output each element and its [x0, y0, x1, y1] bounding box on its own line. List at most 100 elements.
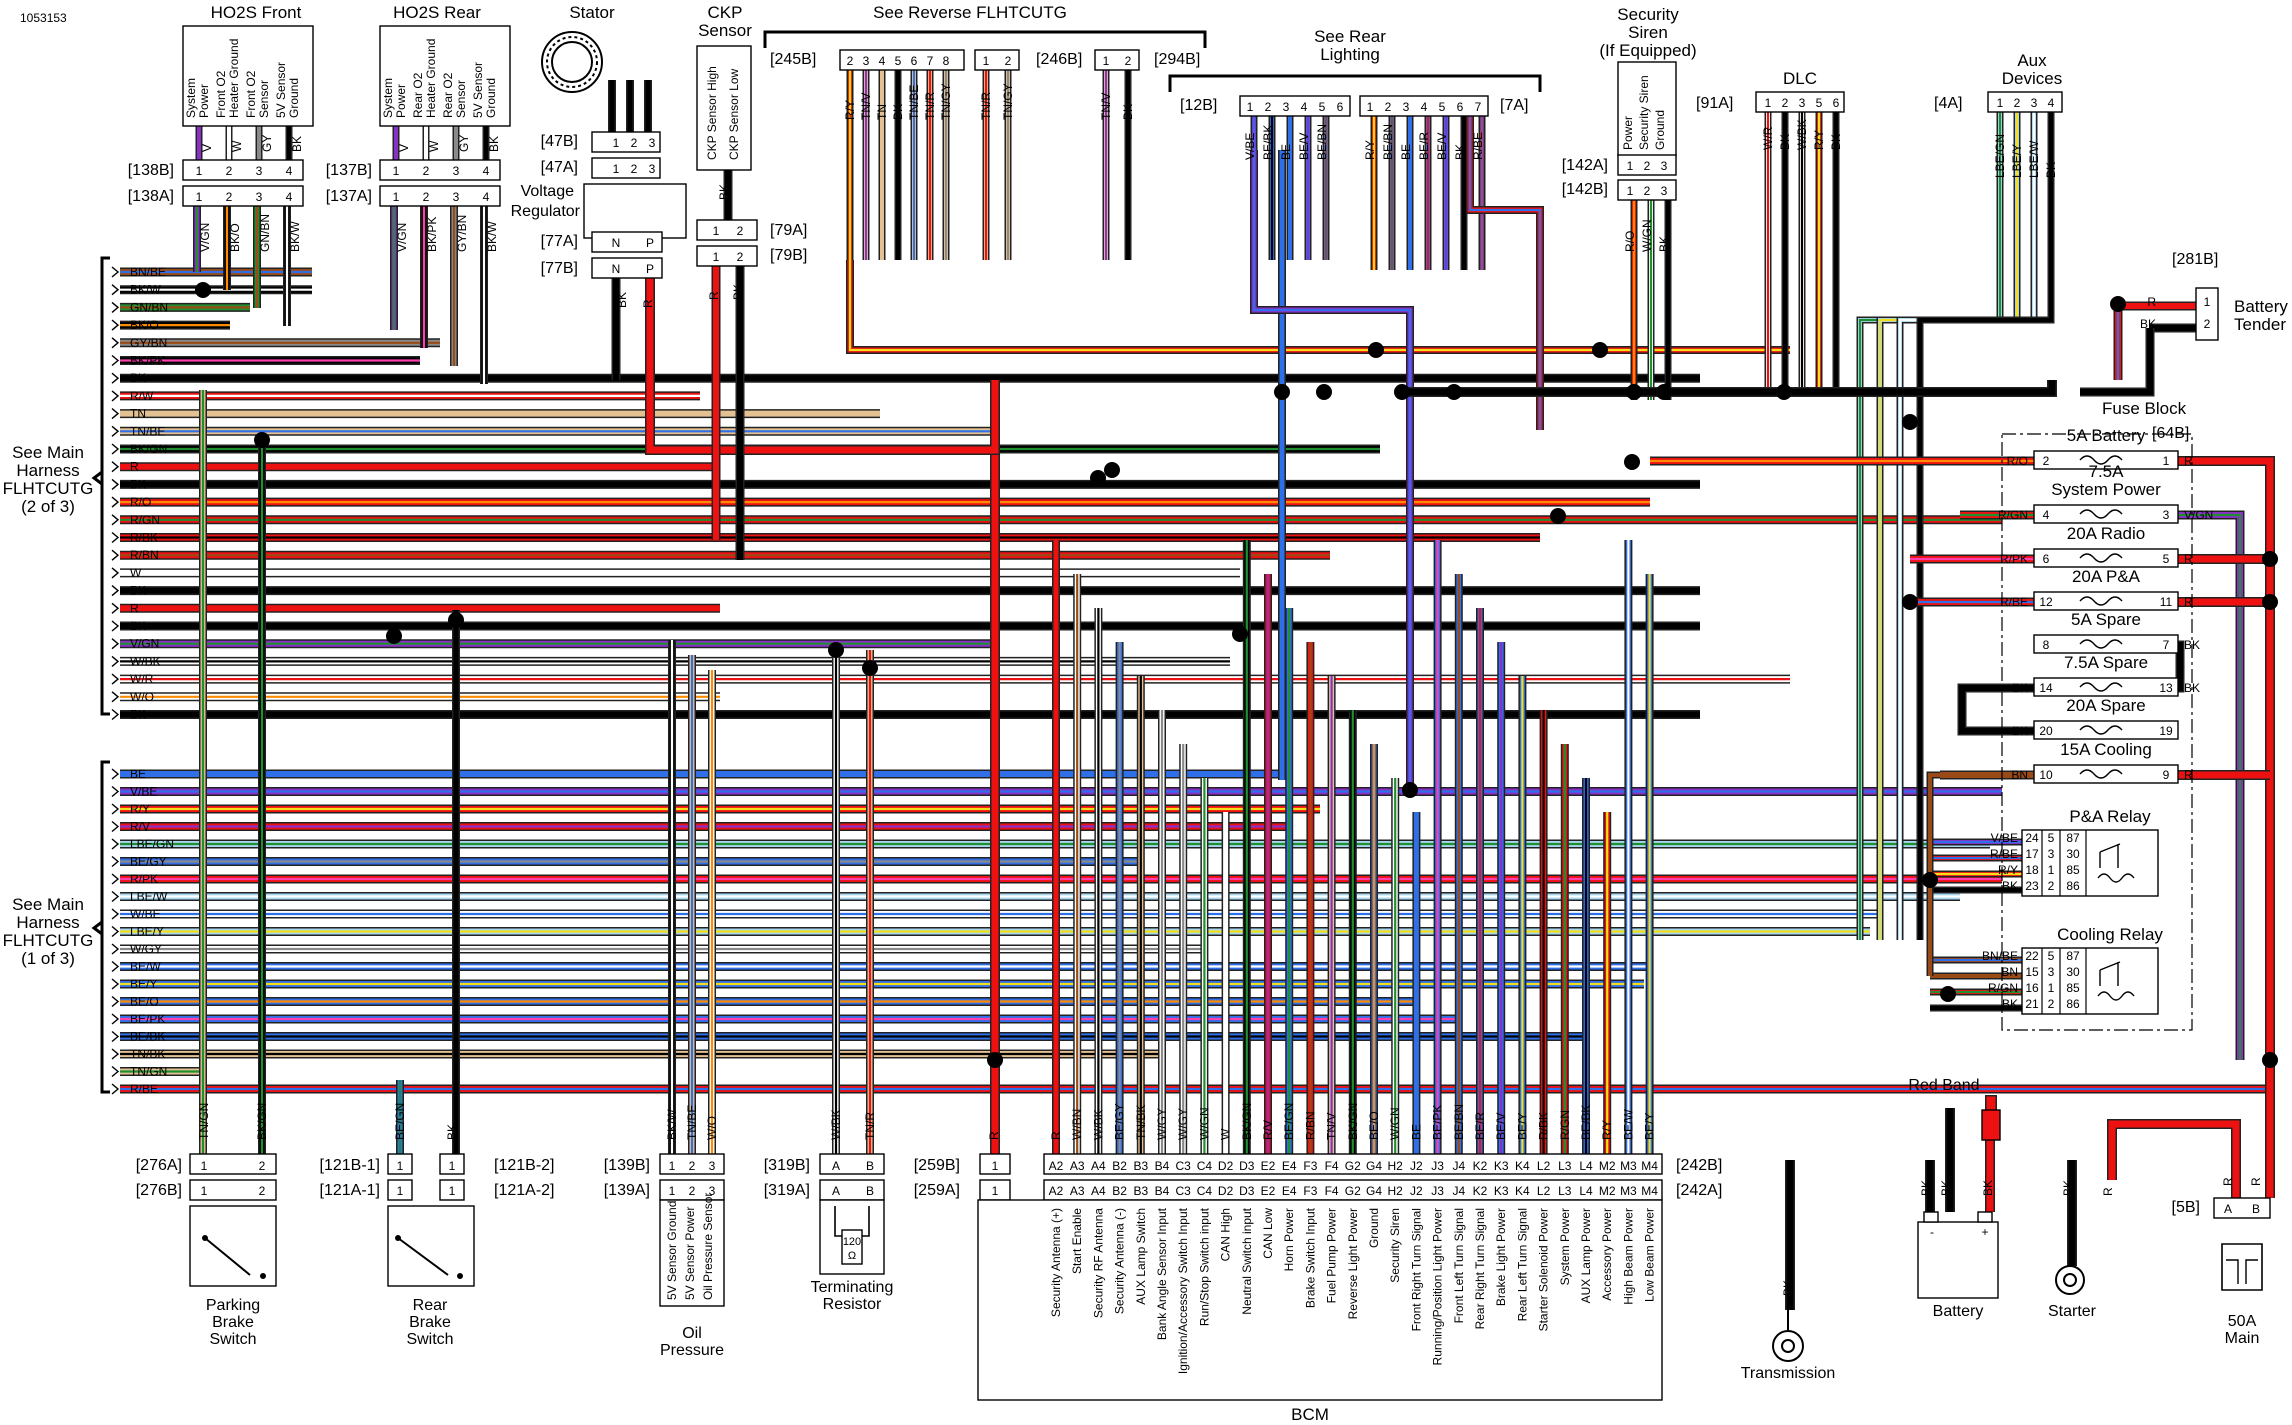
- bcm-function: Neutral Switch input: [1240, 1207, 1254, 1314]
- relay-pin: 24: [2025, 831, 2039, 845]
- ho2s-rear-pin-label: 5V Sensor: [471, 62, 485, 118]
- relay-pin: 17: [2025, 847, 2039, 861]
- bcm-pin: M3: [1620, 1184, 1637, 1198]
- main-fuse-pin: A: [2224, 1202, 2232, 1216]
- dlc-wire-code: BK: [1829, 134, 1843, 150]
- bcm-function: Fuel Pump Power: [1325, 1208, 1339, 1303]
- harness-wire-code: R/BK: [130, 531, 158, 545]
- ho2s-rear-pin: 2: [423, 190, 430, 204]
- splice-dot: [195, 282, 211, 298]
- ho2s-rear-wire-code: BK/PK: [425, 217, 439, 252]
- fuse-right-code: BK: [2184, 681, 2200, 695]
- splice-dot: [2262, 551, 2278, 567]
- relay-pin-a: 5: [2048, 949, 2055, 963]
- bcm-pin: J2: [1410, 1184, 1423, 1198]
- ho2s-rear-pin: 1: [393, 190, 400, 204]
- reverse-block: See Reverse FLHTCUTG [245B] [246B] [294B…: [763, 3, 1207, 71]
- relay-pin-a: 2: [2048, 997, 2055, 1011]
- dlc-wire-code: BK: [1778, 134, 1792, 150]
- reverse-pin: 2: [1125, 54, 1132, 68]
- oil-pressure-pin: 2: [689, 1184, 696, 1198]
- splice-dot: [2262, 594, 2278, 610]
- bcm-pin: G2: [1345, 1159, 1361, 1173]
- relay-pin-a: 2: [2048, 879, 2055, 893]
- term-res-pin: A: [832, 1184, 840, 1198]
- reverse-r-y-run: [846, 260, 1790, 354]
- bcm-pin: D3: [1239, 1159, 1255, 1173]
- bcm-title: BCM: [1291, 1405, 1329, 1424]
- fuse-left-code: R/GN: [1998, 508, 2028, 522]
- bcm-function: CAN High: [1219, 1208, 1233, 1261]
- bcm-pin: E4: [1282, 1184, 1297, 1198]
- fuse-left-code: R/PK: [2000, 552, 2028, 566]
- relay-pin: 15: [2025, 965, 2039, 979]
- oil-pressure-pin: 3: [709, 1159, 716, 1173]
- fuse-name: 20A Spare: [2066, 696, 2145, 715]
- bcm-pin: A2: [1049, 1159, 1064, 1173]
- stator-pin: 1: [613, 162, 620, 176]
- bcm-wire-code: R/GN: [1558, 1110, 1572, 1140]
- oil-pressure-code: TN/BE: [685, 1105, 699, 1140]
- fuse-symbol: [2079, 596, 2123, 606]
- starter-title: Starter: [2048, 1303, 2097, 1320]
- bcm-function: Reverse Light Power: [1346, 1208, 1360, 1319]
- ho2s-front-wire-code: GN/BN: [258, 214, 272, 252]
- harness-wire-code: R/W: [130, 389, 154, 403]
- relay-pin-b: 30: [2066, 965, 2080, 979]
- fuse-left-code: BN: [2011, 768, 2028, 782]
- harness-pin-arrow: [111, 549, 120, 561]
- reverse-pin: 6: [911, 54, 918, 68]
- ho2s-front-connector: HO2S Front [138B] [138A]: [128, 3, 314, 207]
- reverse-pin: 7: [927, 54, 934, 68]
- relay-body: [2021, 947, 2159, 1015]
- resistor-value: 120: [843, 1236, 861, 1248]
- fuse-pin-in: 10: [2039, 768, 2053, 782]
- ho2s-rear-wire-code: BK/W: [485, 221, 499, 252]
- bcm-module: [259B] [259A] [242B] [242A] BCM 11RA2A2A…: [914, 1103, 1723, 1424]
- reverse-wire-code: TN/BE: [907, 85, 921, 120]
- starter-code: R: [2101, 1187, 2115, 1196]
- fuse-pin-out: 7: [2163, 638, 2170, 652]
- relay-cooling-link: [1926, 771, 1940, 976]
- rear-brake-ref-c: [121B-2]: [494, 1157, 554, 1174]
- splice-dot: [1550, 508, 1566, 524]
- bcm-pin: C4: [1197, 1184, 1213, 1198]
- stator-pin: 2: [631, 162, 638, 176]
- ho2s-rear-lower-ref: [137A]: [326, 188, 372, 205]
- ho2s-front-pin-label: Ground: [287, 78, 301, 118]
- bcm-ref-d: [242A]: [1676, 1182, 1722, 1199]
- regulator-pin: P: [646, 262, 654, 276]
- bcm-pin: C3: [1176, 1159, 1192, 1173]
- battery-tender-code: R: [2147, 295, 2156, 309]
- ho2s-front-pigtail-code: GY: [260, 135, 274, 152]
- splice-dot: [1776, 384, 1792, 400]
- reverse-pin: 2: [847, 54, 854, 68]
- splice-dot: [1368, 342, 1384, 358]
- term-res-code: W/BK: [829, 1109, 843, 1140]
- ckp-wire-code: BK: [731, 284, 745, 300]
- aux-devices-ref: [4A]: [1934, 95, 1962, 112]
- ckp-pin: 2: [737, 250, 744, 264]
- ho2s-rear-pin: 4: [483, 164, 490, 178]
- bcm-pin: L4: [1579, 1184, 1593, 1198]
- bcm-pin: K3: [1494, 1184, 1509, 1198]
- rear-lighting-pin: 6: [1337, 100, 1344, 114]
- fuse-pin-out: 19: [2159, 724, 2173, 738]
- rear-lighting-code: BE/BN: [1315, 124, 1329, 160]
- ho2s-front-pin-label: Front O2: [214, 70, 228, 118]
- fuse-body: [2033, 504, 2179, 524]
- bcm-pin: A4: [1091, 1159, 1106, 1173]
- harness-pin-arrow: [111, 803, 120, 815]
- bcm-function: Rear Right Turn Signal: [1473, 1208, 1487, 1329]
- siren-wire-code: W/GN: [1640, 219, 1654, 252]
- ho2s-rear-pin-label: Heater Ground: [424, 39, 438, 118]
- fuse-body: [2033, 591, 2179, 611]
- battery-tender-pin: 2: [2204, 317, 2211, 331]
- bcm-pin: A3: [1070, 1184, 1085, 1198]
